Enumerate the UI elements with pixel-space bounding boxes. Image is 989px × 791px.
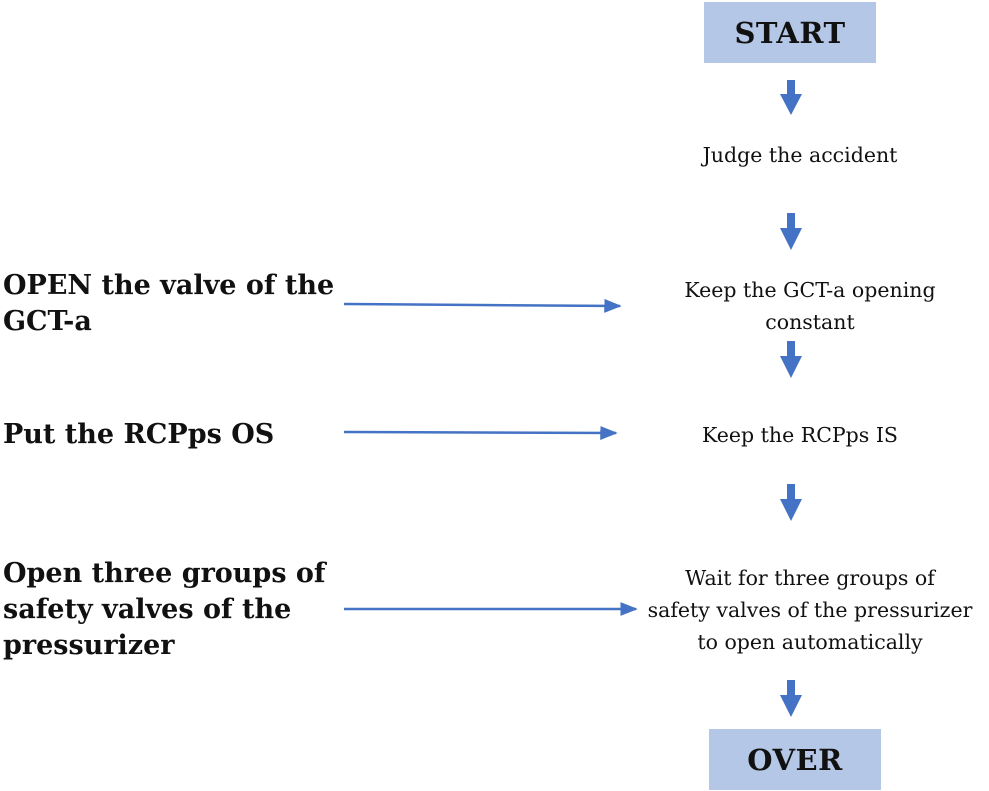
action-put-rcpps-os: Put the RCPps OS <box>3 417 274 453</box>
action-open-safety-valves: Open three groups of safety valves of th… <box>3 556 326 664</box>
step-wait-safety-valves-line-2: safety valves of the pressurizer <box>647 598 973 622</box>
step-keep-gct-opening-line-1: Keep the GCT-a opening <box>684 278 936 302</box>
arrow-open-gct-to-keep-gct <box>343 298 622 313</box>
step-keep-gct-opening: Keep the GCT-a opening constant <box>630 274 989 338</box>
action-open-safety-valves-line-2: safety valves of the <box>3 594 292 625</box>
step-judge-accident-line-1: Judge the accident <box>702 143 898 167</box>
step-judge-accident: Judge the accident <box>640 139 960 171</box>
step-keep-rcpps: Keep the RCPps IS <box>640 419 960 451</box>
action-put-rcpps-os-line-1: Put the RCPps OS <box>3 419 275 450</box>
down-arrow-wait-to-over <box>780 680 802 717</box>
end-label: OVER <box>747 742 843 777</box>
action-open-safety-valves-line-3: pressurizer <box>3 630 175 661</box>
start-terminal: START <box>704 2 876 63</box>
step-keep-rcpps-line-1: Keep the RCPps IS <box>702 423 898 447</box>
arrow-put-rcp-to-keep-rcp <box>343 425 618 440</box>
step-keep-gct-opening-line-2: constant <box>765 310 855 334</box>
down-arrow-gct-to-rcp <box>780 341 802 378</box>
end-terminal: OVER <box>709 729 881 790</box>
down-arrow-rcp-to-wait <box>780 484 802 521</box>
action-open-gct-valve: OPEN the valve of the GCT-a <box>3 268 334 340</box>
step-wait-safety-valves-line-1: Wait for three groups of <box>685 566 935 590</box>
step-wait-safety-valves-line-3: to open automatically <box>697 630 923 654</box>
step-wait-safety-valves: Wait for three groups of safety valves o… <box>640 562 980 658</box>
action-open-gct-valve-line-1: OPEN the valve of the <box>3 270 335 301</box>
start-label: START <box>734 15 846 50</box>
down-arrow-start-to-judge <box>780 80 802 115</box>
down-arrow-judge-to-gct <box>780 213 802 250</box>
action-open-gct-valve-line-2: GCT-a <box>3 306 92 337</box>
action-open-safety-valves-line-1: Open three groups of <box>3 558 326 589</box>
